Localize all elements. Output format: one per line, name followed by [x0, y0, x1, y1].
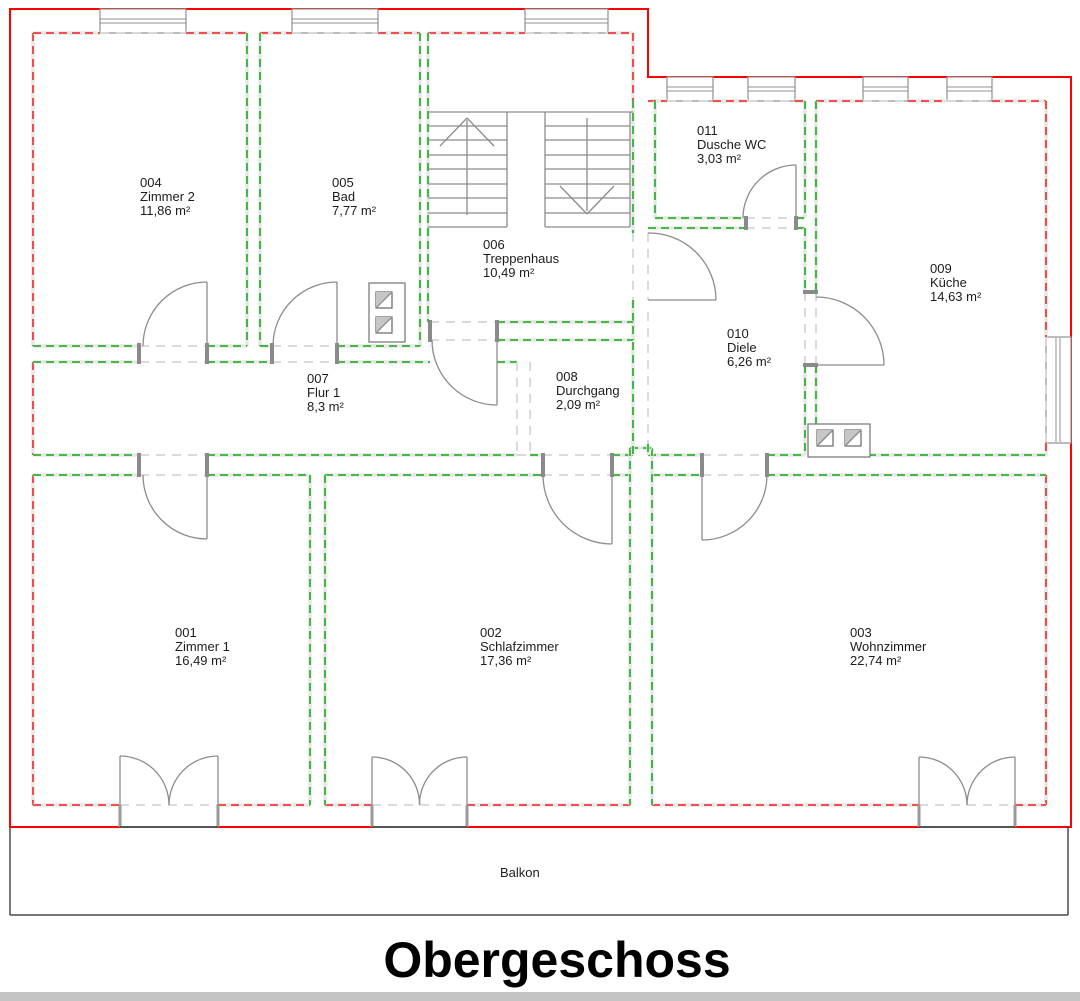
- room-label-006-number: 006: [483, 237, 505, 252]
- room-label-001-name: Zimmer 1: [175, 639, 230, 654]
- door-diele-kueche: [815, 296, 885, 366]
- room-labels: 001 Zimmer 1 16,49 m² 002 Schlafzimmer 1…: [140, 123, 982, 668]
- room-label-003-number: 003: [850, 625, 872, 640]
- room-label-004-area: 11,86 m²: [140, 203, 191, 218]
- room-label-011-name: Dusche WC: [697, 137, 766, 152]
- room-label-003-name: Wohnzimmer: [850, 639, 927, 654]
- exterior-wall-outline: [9, 8, 1072, 828]
- room-label-003-area: 22,74 m²: [850, 653, 902, 668]
- window-icon: [1045, 336, 1072, 444]
- window-icon: [666, 76, 714, 102]
- staircase: [428, 111, 633, 228]
- room-label-002-number: 002: [480, 625, 502, 640]
- room-label-007-name: Flur 1: [307, 385, 340, 400]
- room-label-011-area: 3,03 m²: [697, 151, 742, 166]
- window-icon: [862, 76, 909, 102]
- room-label-009-number: 009: [930, 261, 952, 276]
- room-label-010-name: Diele: [727, 340, 757, 355]
- room-label-010-area: 6,26 m²: [727, 354, 772, 369]
- window-icon: [291, 8, 379, 34]
- room-label-002-area: 17,36 m²: [480, 653, 532, 668]
- door-wohnzimmer: [701, 474, 768, 541]
- room-label-010-number: 010: [727, 326, 749, 341]
- door-dusche-wc: [742, 164, 797, 219]
- room-label-009-name: Küche: [930, 275, 967, 290]
- balcony-door-wohnzimmer: [917, 756, 1017, 828]
- window-icon: [747, 76, 796, 102]
- room-label-001-number: 001: [175, 625, 197, 640]
- room-label-005-name: Bad: [332, 189, 355, 204]
- doors-group: [118, 164, 1017, 828]
- balcony-door-zimmer1: [118, 755, 220, 828]
- door-zimmer1: [142, 474, 208, 540]
- room-label-004-number: 004: [140, 175, 162, 190]
- room-label-006-name: Treppenhaus: [483, 251, 560, 266]
- stair-down-arrow-icon: [559, 118, 615, 215]
- shaft-icon-bad: [368, 282, 406, 343]
- room-label-007-number: 007: [307, 371, 329, 386]
- room-label-005-area: 7,77 m²: [332, 203, 377, 218]
- balcony-label: Balkon: [500, 865, 540, 880]
- room-label-008-name: Durchgang: [556, 383, 620, 398]
- stair-up-arrow-icon: [439, 117, 495, 215]
- room-label-008-number: 008: [556, 369, 578, 384]
- room-label-005-number: 005: [332, 175, 354, 190]
- room-label-008-area: 2,09 m²: [556, 397, 601, 412]
- room-boundaries: [31, 31, 1048, 807]
- window-icon: [99, 8, 187, 34]
- room-label-004-name: Zimmer 2: [140, 189, 195, 204]
- balcony-door-schlafzimmer: [370, 756, 469, 828]
- window-icon: [946, 76, 993, 102]
- room-label-006-area: 10,49 m²: [483, 265, 535, 280]
- room-label-002-name: Schlafzimmer: [480, 639, 559, 654]
- window-icon: [524, 8, 609, 34]
- door-entrance: [431, 339, 498, 406]
- windows-group: [99, 8, 1072, 444]
- door-bad: [272, 281, 338, 347]
- room-label-001-area: 16,49 m²: [175, 653, 227, 668]
- door-zimmer2: [142, 281, 208, 347]
- shaft-icon-kueche: [807, 423, 871, 458]
- footer-bar: [0, 992, 1080, 1001]
- room-label-011-number: 011: [697, 123, 718, 138]
- room-label-009-area: 14,63 m²: [930, 289, 982, 304]
- drawing-title: Obergeschoss: [383, 932, 730, 988]
- room-label-007-area: 8,3 m²: [307, 399, 345, 414]
- door-schlafzimmer: [542, 474, 613, 545]
- balcony-outline: [9, 827, 1069, 916]
- door-jamb-caps: [137, 216, 818, 477]
- door-treppenhaus-diele: [647, 232, 717, 301]
